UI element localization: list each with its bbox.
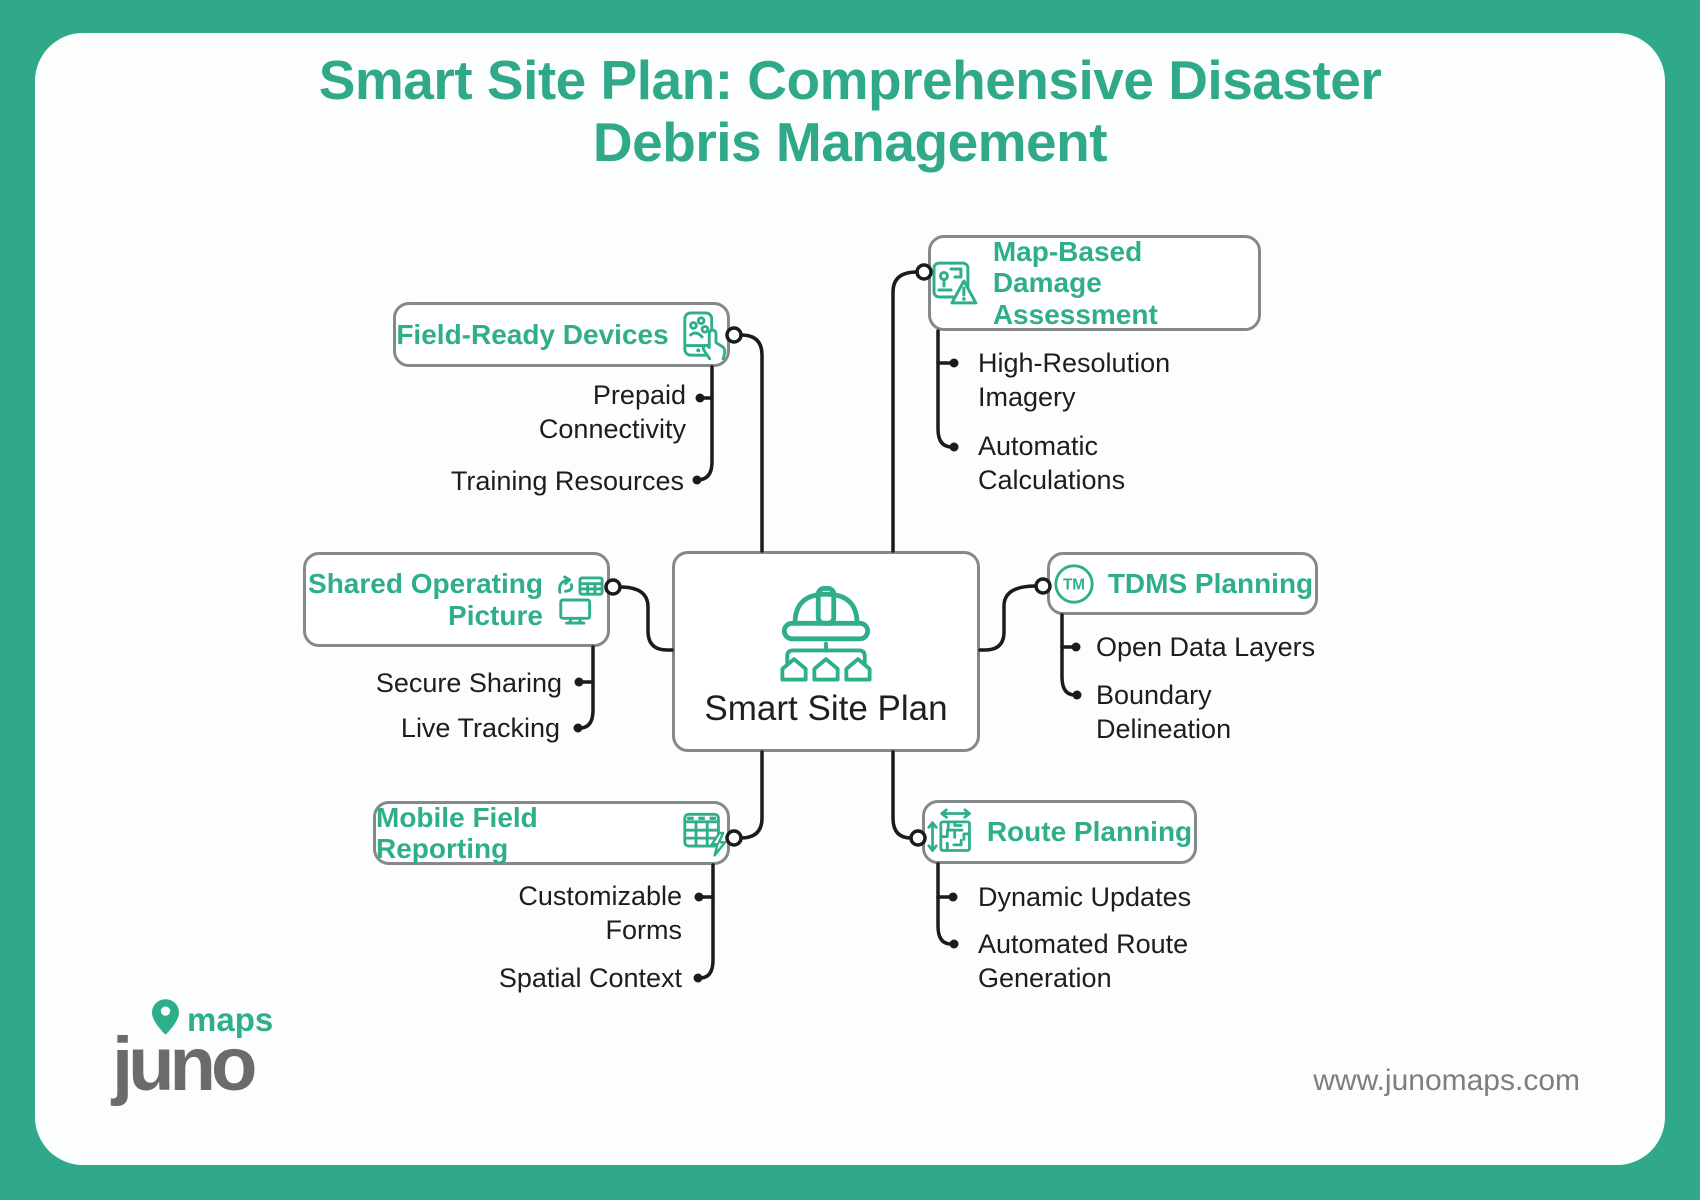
page-title: Smart Site Plan: Comprehensive Disaster … — [318, 49, 1382, 173]
center-node-label: Smart Site Plan — [704, 688, 948, 728]
node-map-based-damage-assessment: Map-Based Damage Assessment — [928, 235, 1261, 331]
sync-table-monitor-icon — [558, 574, 604, 625]
node-label: TDMS Planning — [1107, 567, 1314, 599]
node-label: Map-Based Damage Assessment — [992, 235, 1158, 330]
branch-item: Dynamic Updates — [978, 882, 1192, 912]
branch-item: Live Tracking — [400, 713, 560, 743]
branch-item: Secure Sharing — [375, 668, 562, 698]
node-label: Route Planning — [986, 816, 1193, 848]
branch-item: Prepaid Connectivity — [538, 380, 686, 444]
branch-item: Boundary Delineation — [1096, 680, 1232, 744]
tm-icon-text: TM — [1063, 576, 1085, 593]
branch-item: Customizable Forms — [518, 881, 682, 945]
node-shared-operating-picture: Shared Operating Picture — [303, 552, 610, 647]
tm-circle-icon: TM — [1054, 563, 1094, 604]
center-node-smart-site-plan: Smart Site Plan — [672, 551, 980, 752]
branch-item: Automatic Calculations — [978, 431, 1126, 495]
node-route-planning: Route Planning — [922, 800, 1197, 864]
logo-top-row: maps — [152, 998, 273, 1036]
table-lightning-icon — [683, 812, 727, 857]
juno-maps-logo: maps juno — [112, 998, 273, 1107]
branch-item: Open Data Layers — [1096, 632, 1316, 662]
node-field-ready-devices: Field-Ready Devices — [393, 302, 730, 367]
route-map-icon — [927, 808, 971, 852]
node-label: Field-Ready Devices — [396, 318, 669, 350]
node-label: Mobile Field Reporting — [376, 801, 538, 864]
website-url: www.junomaps.com — [1313, 1064, 1580, 1097]
hard-hat-sites-icon — [780, 585, 872, 681]
branch-item: Automated Route Generation — [978, 929, 1189, 993]
hand-device-icon — [683, 311, 726, 360]
branch-item: High-Resolution Imagery — [978, 348, 1171, 412]
logo-maps-text: maps — [187, 1001, 274, 1038]
node-tdms-planning: TM TDMS Planning — [1047, 552, 1318, 615]
map-warning-icon — [932, 261, 978, 305]
branch-item: Spatial Context — [498, 963, 682, 993]
node-label: Shared Operating Picture — [308, 568, 543, 631]
logo-wordmark: juno — [112, 1022, 257, 1107]
map-pin-icon — [152, 999, 179, 1035]
node-mobile-field-reporting: Mobile Field Reporting — [373, 801, 730, 865]
branch-item: Training Resources — [450, 466, 684, 496]
